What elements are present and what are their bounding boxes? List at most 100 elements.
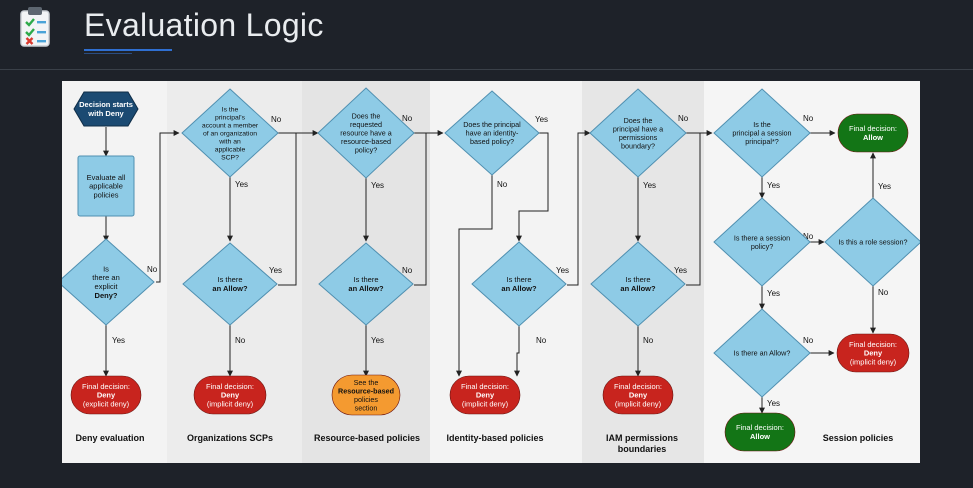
- label-no: No: [271, 115, 282, 124]
- node-text: Deny: [221, 391, 240, 400]
- node-text: Is this a role session?: [838, 238, 907, 247]
- label-no: No: [235, 336, 246, 345]
- node-text: an Allow?: [501, 284, 537, 293]
- label-yes: Yes: [767, 399, 780, 408]
- node-text: Is there: [353, 275, 378, 284]
- clipboard-checklist-icon: [20, 7, 50, 47]
- label-yes: Yes: [535, 115, 548, 124]
- node-text: (implicit deny): [207, 400, 254, 409]
- node-text: Is there: [217, 275, 242, 284]
- label-no: No: [402, 266, 413, 275]
- header-divider: [0, 69, 973, 70]
- node-final-deny-org: Final decision:Deny(implicit deny): [193, 375, 267, 415]
- node-text: Does the: [624, 116, 653, 125]
- label-yes: Yes: [878, 182, 891, 191]
- label-yes: Yes: [269, 266, 282, 275]
- node-text: Is the: [222, 106, 239, 113]
- node-session-allow-q: Is there an Allow?: [713, 308, 811, 398]
- node-text: resource-based: [341, 137, 391, 146]
- slide-header: Evaluation Logic: [0, 0, 973, 72]
- label-yes: Yes: [767, 289, 780, 298]
- label-yes: Yes: [556, 266, 569, 275]
- node-text: there an: [92, 273, 120, 282]
- node-text: with Deny: [87, 109, 124, 118]
- evaluation-flowchart: Yes No Yes No No Yes Yes No Yes No No Ye…: [62, 81, 920, 463]
- node-final-allow-session: Final decision:Allow: [724, 412, 796, 452]
- node-text: Deny: [864, 349, 883, 358]
- node-final-deny-session: Final decision:Deny(implicit deny): [836, 333, 910, 373]
- node-text: SCP?: [221, 155, 239, 162]
- node-text: Deny?: [95, 291, 118, 300]
- node-text: Resource-based: [338, 386, 394, 395]
- label-no: No: [147, 265, 158, 274]
- node-text: Is there: [506, 275, 531, 284]
- node-text: principal a session: [732, 129, 791, 138]
- label-yes: Yes: [235, 180, 248, 189]
- node-text: Decision starts: [79, 100, 133, 109]
- label-yes: Yes: [112, 336, 125, 345]
- node-text: Deny: [97, 391, 116, 400]
- node-text: Allow: [863, 133, 883, 142]
- node-text: have an identity-: [466, 129, 519, 138]
- label-no: No: [678, 114, 689, 123]
- section-title: Identity-based policies: [446, 433, 543, 443]
- section-title: IAM permissions: [606, 433, 678, 443]
- label-yes: Yes: [371, 181, 384, 190]
- title-underline-secondary: [84, 53, 132, 54]
- node-text: with an: [218, 138, 241, 145]
- node-text: applicable: [89, 182, 123, 191]
- node-text: Does the: [352, 112, 381, 121]
- node-final-explicit-deny: Final decision:Deny(explicit deny): [70, 375, 142, 415]
- label-no: No: [643, 336, 654, 345]
- node-text: principal's: [215, 114, 246, 121]
- node-text: Is: [103, 264, 109, 273]
- label-yes: Yes: [674, 266, 687, 275]
- node-text: boundary?: [621, 141, 655, 150]
- section-title: Organizations SCPs: [187, 433, 273, 443]
- node-text: account a member: [202, 122, 259, 129]
- label-yes: Yes: [371, 336, 384, 345]
- node-text: Deny: [476, 391, 495, 400]
- node-text: (implicit deny): [615, 400, 662, 409]
- label-no: No: [803, 114, 814, 123]
- node-text: applicable: [215, 146, 246, 153]
- node-text: Final decision:: [736, 423, 784, 432]
- node-text: (explicit deny): [83, 400, 130, 409]
- label-yes: Yes: [767, 181, 780, 190]
- label-no: No: [402, 114, 413, 123]
- node-text: section: [355, 403, 378, 412]
- node-text: Final decision:: [849, 340, 897, 349]
- node-text: See the: [354, 378, 379, 387]
- node-text: Final decision:: [206, 382, 254, 391]
- edge-labels: Yes No Yes No No Yes Yes No Yes No No Ye…: [112, 114, 891, 408]
- label-no: No: [878, 288, 889, 297]
- label-no: No: [497, 180, 508, 189]
- node-text: an Allow?: [620, 284, 656, 293]
- node-text: policy?: [355, 146, 377, 155]
- node-text: principal have a: [613, 124, 663, 133]
- section-title: Session policies: [823, 433, 894, 443]
- node-text: Evaluate all: [87, 173, 126, 182]
- node-text: Final decision:: [614, 382, 662, 391]
- node-text: Final decision:: [461, 382, 509, 391]
- title-underline: [84, 49, 172, 51]
- node-text: resource have a: [340, 129, 392, 138]
- node-text: an Allow?: [212, 284, 248, 293]
- node-final-allow-top: Final decision:Allow: [837, 113, 909, 153]
- node-text: (implicit deny): [850, 358, 897, 367]
- node-text: of an organization: [203, 130, 257, 137]
- node-text: Does the principal: [463, 120, 521, 129]
- node-text: Deny: [629, 391, 648, 400]
- node-text: Allow: [750, 432, 770, 441]
- node-text: Is there an Allow?: [734, 349, 791, 358]
